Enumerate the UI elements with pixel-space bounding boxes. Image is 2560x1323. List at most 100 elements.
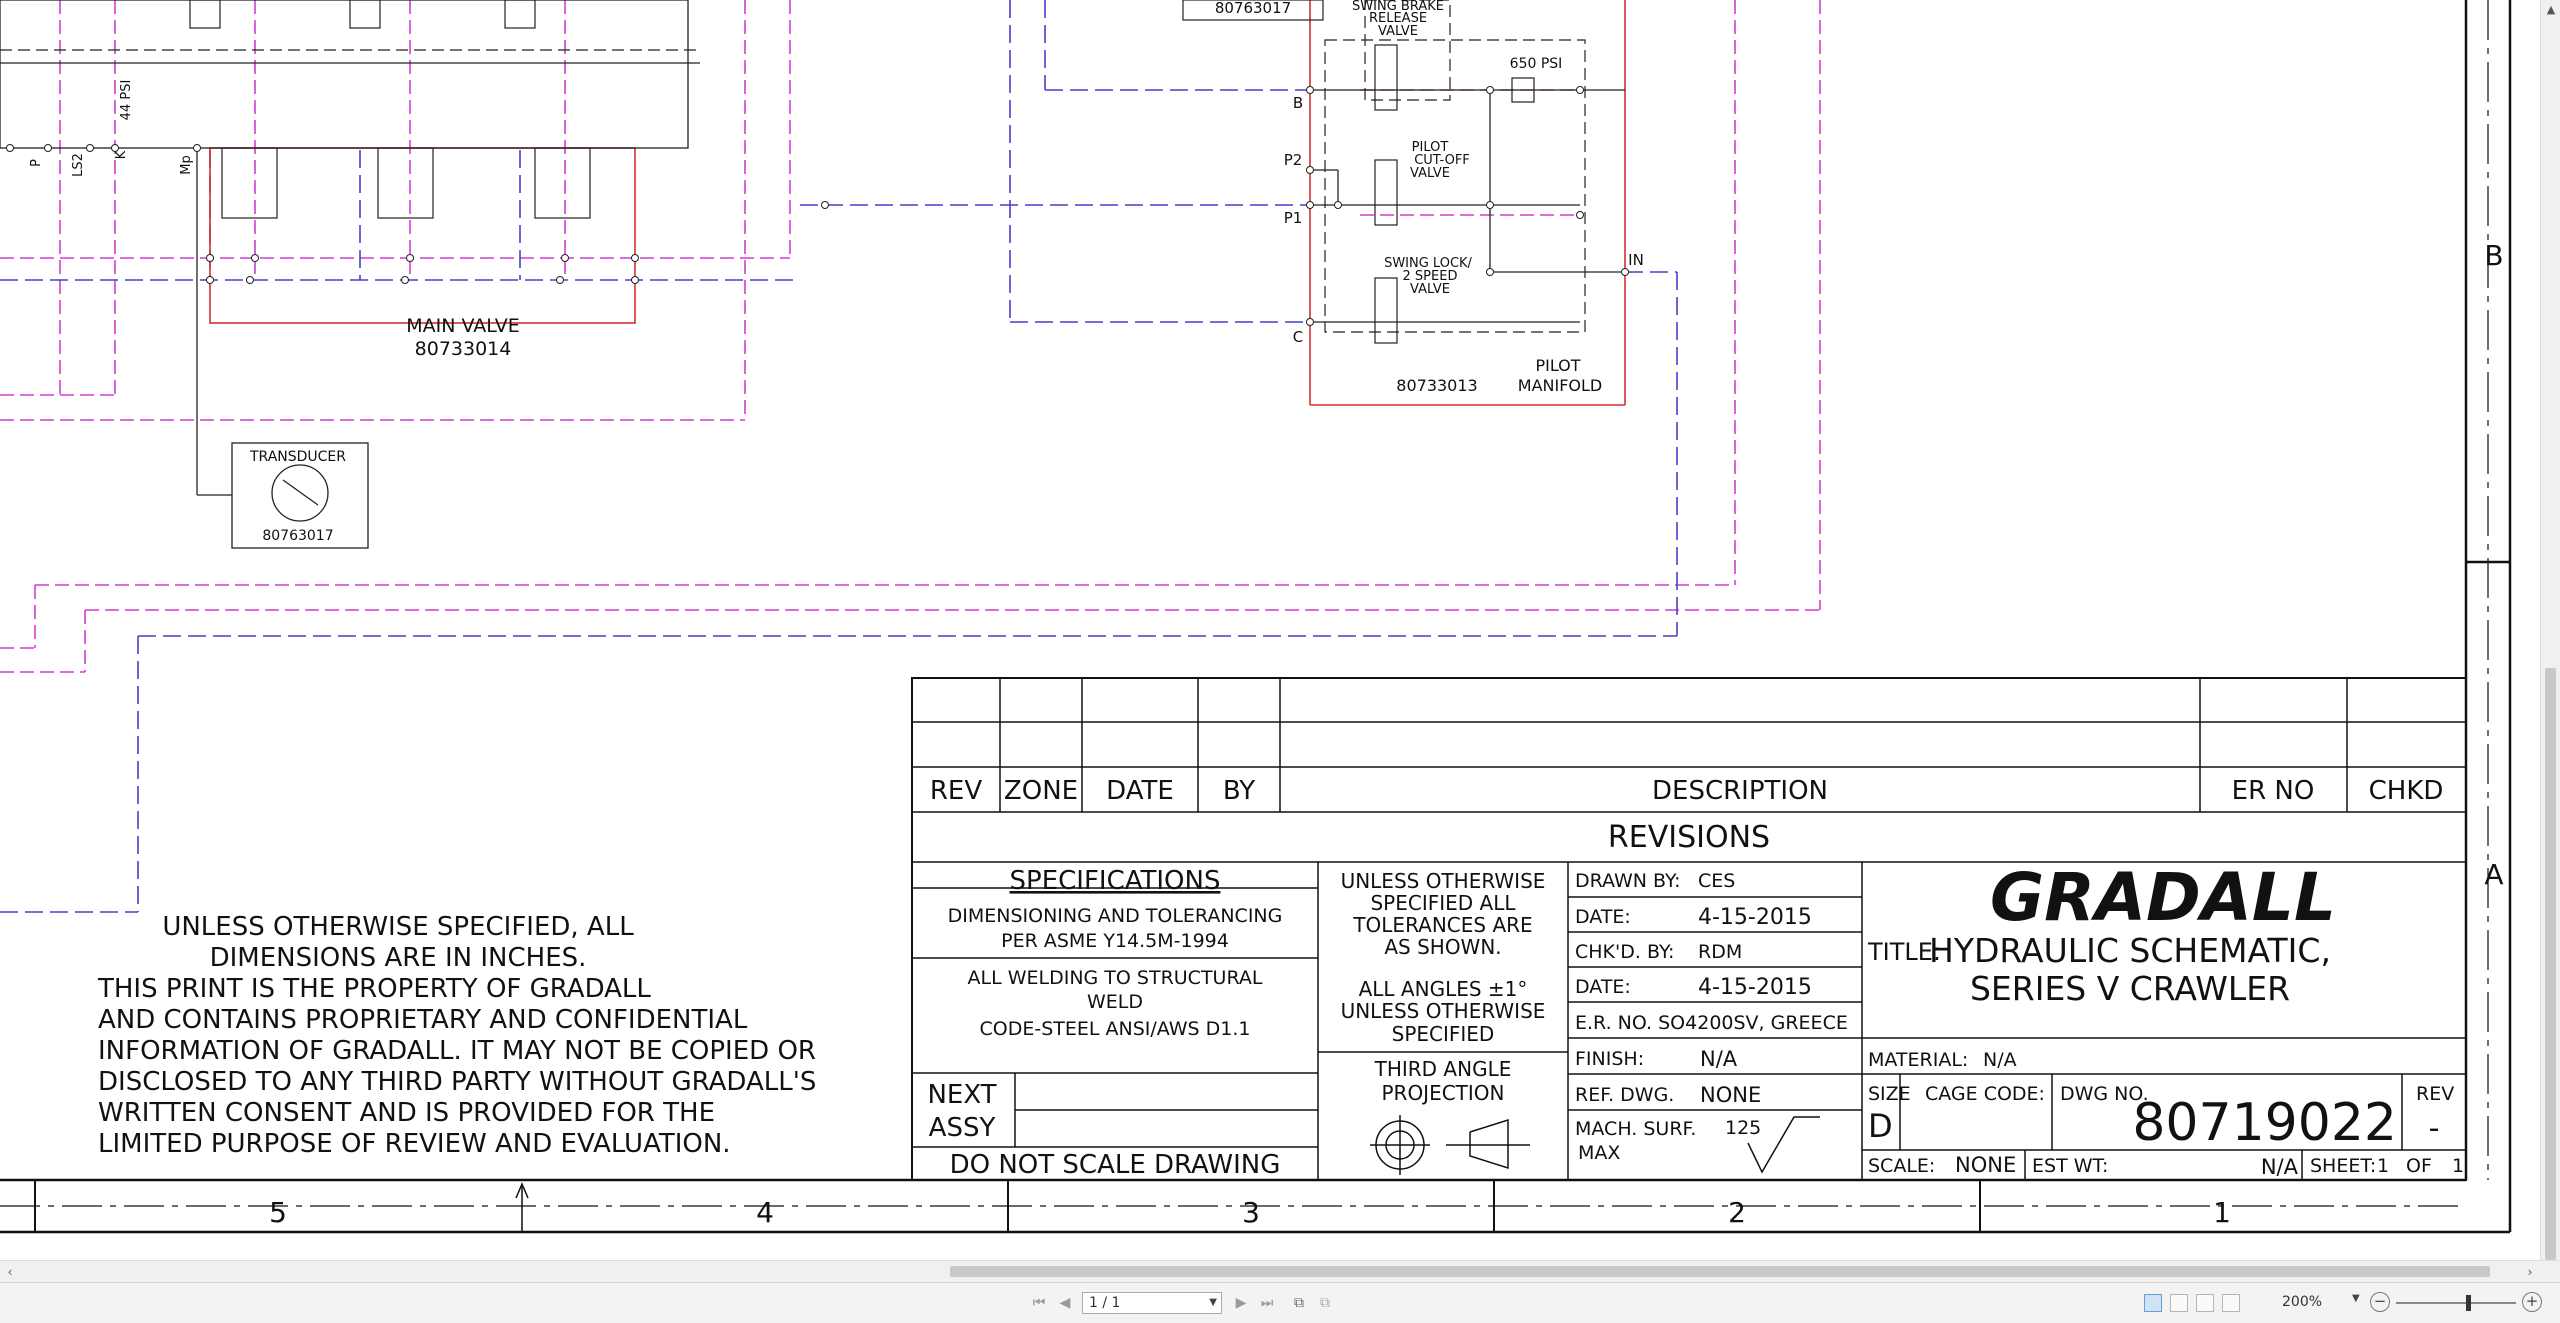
horizontal-scroll-thumb[interactable]	[950, 1266, 2490, 1277]
transducer-number: 80763017	[262, 528, 333, 544]
cage-code-label: CAGE CODE:	[1925, 1083, 2045, 1105]
page-number-select[interactable]: 1 / 1 ▼	[1082, 1292, 1222, 1314]
finish-label: FINISH:	[1575, 1048, 1644, 1070]
tolerance-line-3: TOLERANCES ARE	[1352, 913, 1532, 937]
note-line-5: INFORMATION OF GRADALL. IT MAY NOT BE CO…	[98, 1036, 816, 1066]
swing-lock-label-3: VALVE	[1410, 282, 1450, 297]
document-viewport[interactable]: 80763017 SWING BRAKE RELEASE VALVE 650 P…	[0, 0, 2540, 1260]
scroll-up-arrow-icon[interactable]: ▲	[2546, 3, 2556, 16]
note-line-7: WRITTEN CONSENT AND IS PROVIDED FOR THE	[98, 1098, 715, 1128]
pilot-manifold-label-1: PILOT	[1535, 356, 1580, 375]
spec-line-2b: WELD	[1087, 991, 1143, 1013]
finish-value: N/A	[1700, 1047, 1738, 1071]
first-page-icon[interactable]: ⏮	[1032, 1295, 1046, 1311]
swing-brake-label-1: SWING BRAKE	[1352, 0, 1444, 14]
port-p1-label: P1	[1284, 209, 1303, 227]
zone-labels: 5 4 3 2 1 B A	[269, 239, 2504, 1229]
single-page-view-icon[interactable]	[2144, 1294, 2162, 1312]
port-p2-label: P2	[1284, 151, 1303, 169]
est-wt-label: EST WT:	[2032, 1155, 2108, 1177]
pilot-cutoff-label-2: CUT-OFF	[1414, 153, 1470, 168]
port-in-label: IN	[1628, 251, 1644, 269]
port-mp-label: Mp	[179, 155, 194, 174]
chkd-by-value: RDM	[1698, 941, 1742, 963]
date2-value: 4-15-2015	[1698, 975, 1812, 1000]
port-p-label: P	[29, 159, 44, 167]
rev-header: REV	[930, 776, 982, 806]
next-page-icon[interactable]: ▶	[1235, 1295, 1247, 1311]
facing-view-icon[interactable]	[2196, 1294, 2214, 1312]
info-block: DRAWN BY: CES DATE: 4-15-2015 CHK'D. BY:…	[1575, 870, 1848, 1164]
pilot-manifold-number: 80733013	[1396, 376, 1477, 395]
previous-page-icon[interactable]: ◀	[1059, 1295, 1071, 1311]
tolerance-line-7: SPECIFIED	[1392, 1022, 1495, 1046]
spec-line-2a: ALL WELDING TO STRUCTURAL	[968, 967, 1263, 989]
viewer-status-bar: ⏮ ◀ 1 / 1 ▼ ▶ ⏭ ⧉ ⧉ 200% ▼ − +	[0, 1282, 2560, 1323]
tolerance-line-5: ALL ANGLES ±1°	[1359, 977, 1528, 1001]
er-no-header: ER NO	[2232, 776, 2315, 806]
port-c-label: C	[1293, 328, 1303, 346]
drawing-number: 80719022	[2132, 1093, 2397, 1153]
drawn-by-value: CES	[1698, 870, 1735, 892]
note-line-2: DIMENSIONS ARE IN INCHES.	[210, 943, 587, 973]
transducer-label: TRANSDUCER	[249, 449, 346, 465]
continuous-facing-view-icon[interactable]	[2222, 1294, 2240, 1312]
main-valve-label: MAIN VALVE	[406, 315, 520, 337]
scale-value: NONE	[1955, 1153, 2016, 1177]
continuous-view-icon[interactable]	[2170, 1294, 2188, 1312]
ref-dwg-label: REF. DWG.	[1575, 1084, 1674, 1106]
drawing-title-line-2: SERIES V CRAWLER	[1970, 969, 2290, 1008]
zoom-dropdown-icon[interactable]: ▼	[2352, 1293, 2360, 1304]
zoom-slider-thumb[interactable]	[2466, 1295, 2471, 1311]
do-not-scale-label: DO NOT SCALE DRAWING	[950, 1150, 1281, 1180]
mach-surf-label: MACH. SURF.	[1575, 1118, 1696, 1140]
horizontal-scrollbar[interactable]: ‹ ›	[0, 1260, 2560, 1282]
tolerance-line-4: AS SHOWN.	[1384, 935, 1501, 959]
compare-page-icon[interactable]: ⧉	[1320, 1295, 1330, 1311]
schematic-labels: 80763017 SWING BRAKE RELEASE VALVE 650 P…	[29, 0, 1644, 544]
date-header: DATE	[1106, 776, 1174, 806]
sheet-label: SHEET:	[2310, 1155, 2376, 1177]
title-label: TITLE:	[1867, 938, 1941, 966]
zoom-out-icon[interactable]: −	[2370, 1292, 2390, 1312]
tolerance-line-6: UNLESS OTHERWISE	[1341, 999, 1546, 1023]
rev-label: REV	[2416, 1083, 2454, 1105]
tolerance-line-1: UNLESS OTHERWISE	[1341, 869, 1546, 893]
zone-4-label: 4	[756, 1196, 774, 1229]
zoom-level-value[interactable]: 200%	[2282, 1294, 2323, 1310]
schematic-lines	[0, 0, 1821, 913]
hydraulic-schematic-drawing: 80763017 SWING BRAKE RELEASE VALVE 650 P…	[0, 0, 2512, 1234]
drawn-by-label: DRAWN BY:	[1575, 870, 1681, 892]
vertical-scrollbar[interactable]: ▲	[2540, 0, 2560, 1260]
last-page-icon[interactable]: ⏭	[1260, 1295, 1274, 1311]
of-label: OF	[2406, 1155, 2432, 1177]
pilot-cutoff-label-1: PILOT	[1412, 140, 1449, 155]
note-line-8: LIMITED PURPOSE OF REVIEW AND EVALUATION…	[98, 1129, 731, 1159]
page-number-value: 1 / 1	[1089, 1295, 1121, 1311]
company-logo-text: GRADALL	[1990, 859, 2336, 936]
date1-value: 4-15-2015	[1698, 905, 1812, 930]
material-label: MATERIAL:	[1868, 1049, 1968, 1071]
psi-650-label: 650 PSI	[1510, 56, 1563, 72]
chkd-header: CHKD	[2369, 776, 2444, 806]
swing-brake-label-3: VALVE	[1378, 24, 1418, 39]
vertical-scroll-thumb[interactable]	[2545, 668, 2556, 1260]
port-b-label: B	[1293, 94, 1303, 112]
er-number: E.R. NO. SO4200SV, GREECE	[1575, 1012, 1848, 1034]
by-header: BY	[1223, 776, 1255, 806]
swing-brake-label-2: RELEASE	[1369, 11, 1427, 26]
scroll-right-arrow-icon[interactable]: ›	[2527, 1265, 2533, 1279]
scroll-left-arrow-icon[interactable]: ‹	[7, 1265, 13, 1279]
copy-page-icon[interactable]: ⧉	[1294, 1295, 1304, 1311]
spec-line-1b: PER ASME Y14.5M-1994	[1001, 930, 1229, 952]
swing-lock-label-2: 2 SPEED	[1403, 269, 1458, 284]
zone-b-label: B	[2484, 239, 2503, 272]
specifications-block: SPECIFICATIONS DIMENSIONING AND TOLERANC…	[927, 866, 1282, 1180]
date1-label: DATE:	[1575, 906, 1631, 928]
est-wt-value: N/A	[2261, 1155, 2299, 1179]
tolerances-block: UNLESS OTHERWISE SPECIFIED ALL TOLERANCE…	[1341, 869, 1546, 1105]
zoom-in-icon[interactable]: +	[2522, 1292, 2542, 1312]
zone-3-label: 3	[1242, 1196, 1260, 1229]
zoom-slider-track[interactable]	[2396, 1302, 2516, 1304]
pilot-manifold-label-2: MANIFOLD	[1518, 376, 1602, 395]
